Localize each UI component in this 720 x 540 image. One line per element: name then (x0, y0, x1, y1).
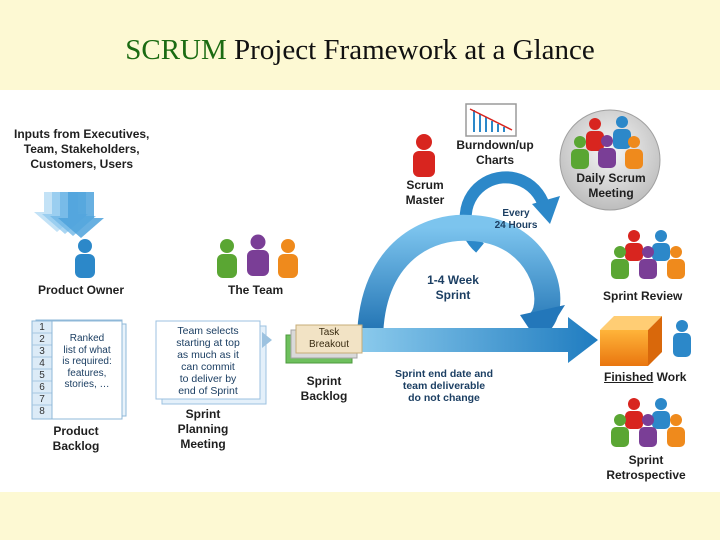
sprint-end-line3: do not change (408, 392, 480, 404)
page-title: SCRUM Project Framework at a Glance (0, 0, 720, 88)
every-24-line1: Every (502, 208, 530, 219)
scrum-master-line1: Scrum (406, 178, 444, 192)
burndown-label: Burndown/up Charts (448, 138, 542, 168)
scrum-master-label: Scrum Master (400, 178, 450, 208)
ranked-line3: is required: (62, 356, 112, 367)
sprint-planning-line3: Meeting (180, 437, 226, 451)
sprint-loop-arrowhead (520, 305, 565, 345)
sprint-retro-label: Sprint Retrospective (598, 453, 694, 483)
title-rest: Project Framework at a Glance (226, 34, 595, 66)
sprint-retro-group (611, 398, 685, 447)
main-flow-arrow (350, 317, 598, 363)
burndown-line2: Charts (475, 153, 514, 167)
sprint-end-line2: team deliverable (402, 380, 486, 392)
scrum-master-line2: Master (405, 193, 445, 207)
product-backlog-list (31, 319, 127, 420)
team-selects-text: Team selects starting at top as much as … (156, 325, 260, 397)
sprint-end-note: Sprint end date and team deliverable do … (388, 368, 500, 404)
sprint-backlog-line1: Sprint (306, 374, 342, 388)
the-team-label: The Team (228, 283, 284, 297)
product-owner-icon (75, 239, 95, 278)
scrum-master-icon (413, 134, 435, 177)
sprint-retro-line1: Sprint (628, 453, 664, 467)
sprint-loop-label: 1-4 Week Sprint (420, 273, 486, 303)
inputs-label: Inputs from Executives, Team, Stakeholde… (14, 127, 149, 172)
daily-scrum-label: Daily Scrum Meeting (566, 171, 656, 201)
team-icon (217, 234, 298, 278)
task-breakout-line1: Task (318, 327, 340, 338)
backlog-number-5: 5 (39, 370, 45, 381)
product-owner-label: Product Owner (38, 283, 125, 297)
sprint-planning-label: Sprint Planning Meeting (168, 407, 238, 452)
team-selects-line3: as much as it (177, 349, 239, 361)
sprint-review-group (611, 230, 685, 279)
team-selects-line1: Team selects (177, 325, 239, 337)
backlog-number-8: 8 (39, 406, 45, 417)
ranked-line4: features, (67, 367, 107, 379)
inputs-line2: Team, Stakeholders, (23, 142, 140, 156)
sprint-loop-arrow (357, 214, 561, 339)
task-breakout-label: Task Breakout (296, 327, 362, 350)
sprint-backlog-line2: Backlog (300, 389, 348, 403)
input-arrows (34, 192, 104, 238)
burndown-line1: Burndown/up (456, 138, 534, 152)
sprint-loop-line1: 1-4 Week (427, 273, 479, 287)
ranked-line1: Ranked (69, 333, 105, 344)
title-accent: SCRUM (125, 34, 227, 66)
every-24-line2: 24 Hours (494, 219, 538, 231)
backlog-number-4: 4 (39, 358, 45, 369)
sprint-review-label: Sprint Review (603, 289, 683, 303)
backlog-numbers: 1 2 3 4 5 6 7 8 (32, 322, 52, 418)
inputs-line3: Customers, Users (30, 157, 134, 171)
backlog-number-2: 2 (39, 334, 45, 345)
backlog-number-3: 3 (39, 346, 45, 357)
task-breakout-line2: Breakout (308, 338, 350, 350)
sprint-planning-line2: Planning (177, 422, 229, 436)
every-24-label: Every 24 Hours (490, 208, 542, 231)
product-backlog-label: Product Backlog (44, 424, 108, 454)
backlog-number-1: 1 (39, 322, 45, 333)
inputs-line1: Inputs from Executives, (14, 127, 150, 141)
sprint-backlog-label: Sprint Backlog (292, 374, 356, 404)
task-breakout-cards (285, 324, 363, 364)
team-selects-line4: can commit (181, 361, 235, 373)
backlog-number-7: 7 (39, 394, 45, 405)
sprint-retro-line2: Retrospective (606, 468, 686, 482)
finished-work-part2: Work (653, 370, 687, 384)
daily-scrum-line1: Daily Scrum (576, 171, 646, 185)
finished-work-box (600, 316, 691, 366)
bottom-band (0, 492, 720, 540)
backlog-number-6: 6 (39, 382, 45, 393)
daily-scrum-line2: Meeting (588, 186, 634, 200)
finished-work-part1: Finished (604, 370, 654, 384)
burndown-chart-icon (465, 103, 517, 137)
ranked-line2: list of what (63, 344, 111, 356)
team-selects-line2: starting at top (176, 337, 240, 349)
sprint-loop-line2: Sprint (435, 288, 471, 302)
sprint-planning-line1: Sprint (185, 407, 221, 421)
daily-loop-arrowhead (532, 196, 560, 224)
ranked-line5: stories, … (64, 379, 110, 390)
ranked-list-text: Ranked list of what is required: feature… (53, 333, 121, 391)
product-backlog-line1: Product (53, 424, 99, 438)
daily-scrum-circle (559, 109, 661, 211)
finished-work-label: Finished Work (604, 370, 686, 385)
product-backlog-line2: Backlog (52, 439, 100, 453)
sprint-end-line1: Sprint end date and (394, 368, 493, 380)
team-selects-card (155, 320, 272, 405)
team-selects-line5: to deliver by (179, 373, 237, 385)
team-selects-line6: end of Sprint (178, 385, 238, 397)
